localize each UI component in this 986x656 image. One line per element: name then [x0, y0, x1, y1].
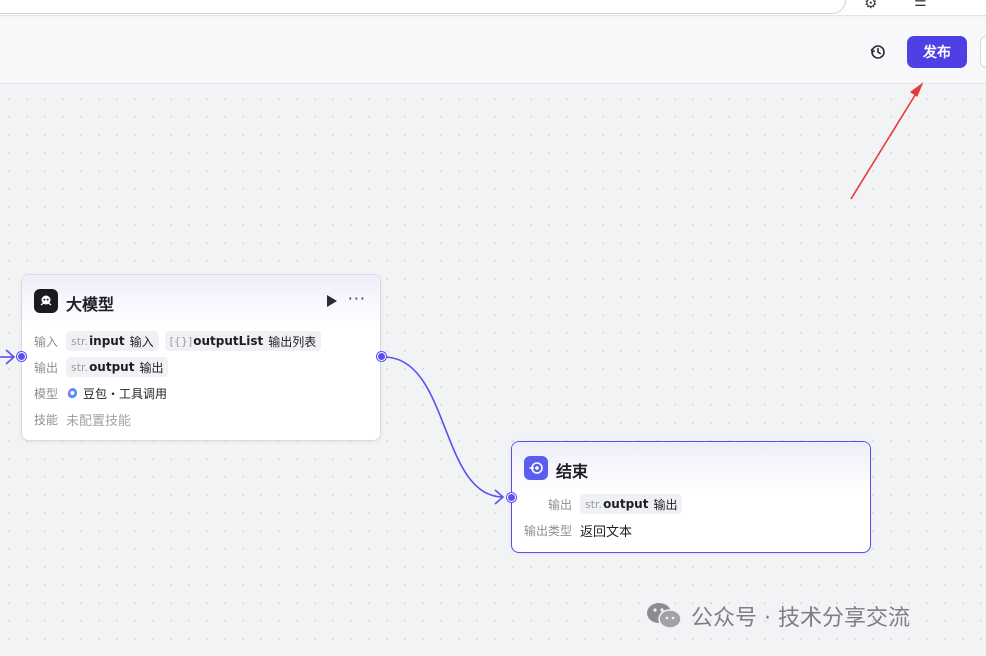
- type-prefix: [{}]: [169, 334, 193, 348]
- star-icon[interactable]: ☆: [807, 0, 820, 3]
- play-icon[interactable]: [326, 294, 338, 308]
- param-tag: str. output 输出: [66, 357, 169, 377]
- watermark: 公众号 · 技术分享交流: [645, 600, 910, 632]
- browser-toolbar: 90495409001311 ☆ ⚙ ☰ ···: [0, 0, 986, 16]
- reading-list-icon[interactable]: ☰: [914, 0, 927, 10]
- incoming-edge-arrow: [5, 349, 16, 365]
- more-icon[interactable]: ···: [958, 0, 975, 8]
- model-value: 豆包・工具调用: [83, 386, 168, 401]
- watermark-text: 公众号 · 技术分享交流: [691, 606, 910, 631]
- input-row: 输入 str. input 输入 [{}] outputList 输出列表: [34, 331, 327, 351]
- model-row: 模型 豆包・工具调用: [34, 383, 167, 403]
- param-tag: str. input 输入: [66, 331, 159, 351]
- publish-button[interactable]: 发布: [907, 36, 967, 68]
- model-label: 模型: [34, 386, 59, 401]
- skill-label: 技能: [34, 412, 59, 427]
- param-name: input: [89, 334, 125, 348]
- input-label: 输入: [34, 334, 59, 349]
- type-prefix: str.: [71, 334, 89, 348]
- node-title: 结束: [556, 462, 589, 481]
- param-name: output: [603, 497, 649, 511]
- end-input-handle[interactable]: [507, 493, 516, 502]
- param-name: output: [89, 360, 135, 374]
- param-tag: str. output 输出: [580, 494, 683, 514]
- llm-output-handle[interactable]: [377, 352, 386, 361]
- output-label: 输出: [34, 360, 59, 375]
- extension-icon[interactable]: ⚙: [864, 0, 878, 12]
- param-desc: 输出: [139, 360, 164, 375]
- param-desc: 输出列表: [268, 334, 317, 349]
- more-options-icon[interactable]: ···: [347, 289, 366, 308]
- annotation-arrow-line: [850, 91, 918, 200]
- edge-llm-to-end: [383, 356, 504, 498]
- output-row: 输出 str. output 输出: [548, 494, 688, 514]
- output-row: 输出 str. output 输出: [34, 357, 174, 377]
- node-title: 大模型: [66, 295, 115, 314]
- skill-value: 未配置技能: [66, 413, 132, 429]
- node-header: 结束: [512, 442, 870, 494]
- param-desc: 输出: [653, 497, 678, 512]
- llm-icon: [34, 289, 58, 313]
- header-edge-panel: [980, 36, 986, 68]
- skill-row: 技能 未配置技能: [34, 409, 131, 429]
- output-type-value: 返回文本: [580, 524, 633, 540]
- output-label: 输出: [548, 497, 573, 512]
- param-tag: [{}] outputList 输出列表: [164, 331, 322, 351]
- param-desc: 输入: [129, 334, 154, 349]
- doubao-logo-icon: [67, 388, 77, 398]
- output-type-label: 输出类型: [524, 523, 573, 538]
- llm-node[interactable]: 大模型 ··· 输入 str. input 输入 [{}] outputList…: [21, 274, 381, 441]
- end-node[interactable]: 结束 输出 str. output 输出 输出类型 返回文本: [511, 441, 871, 553]
- type-prefix: str.: [71, 360, 89, 374]
- edge-arrow-head: [494, 489, 505, 505]
- output-type-row: 输出类型 返回文本: [524, 520, 632, 540]
- history-icon[interactable]: [869, 43, 887, 61]
- node-header: 大模型 ···: [22, 275, 380, 327]
- annotation-arrow-head: [909, 82, 924, 97]
- workflow-header: 发布: [0, 17, 986, 84]
- type-prefix: str.: [585, 497, 603, 511]
- wechat-icon: [647, 603, 682, 629]
- end-icon: [524, 456, 548, 480]
- param-name: outputList: [193, 334, 264, 348]
- llm-input-handle[interactable]: [17, 352, 26, 361]
